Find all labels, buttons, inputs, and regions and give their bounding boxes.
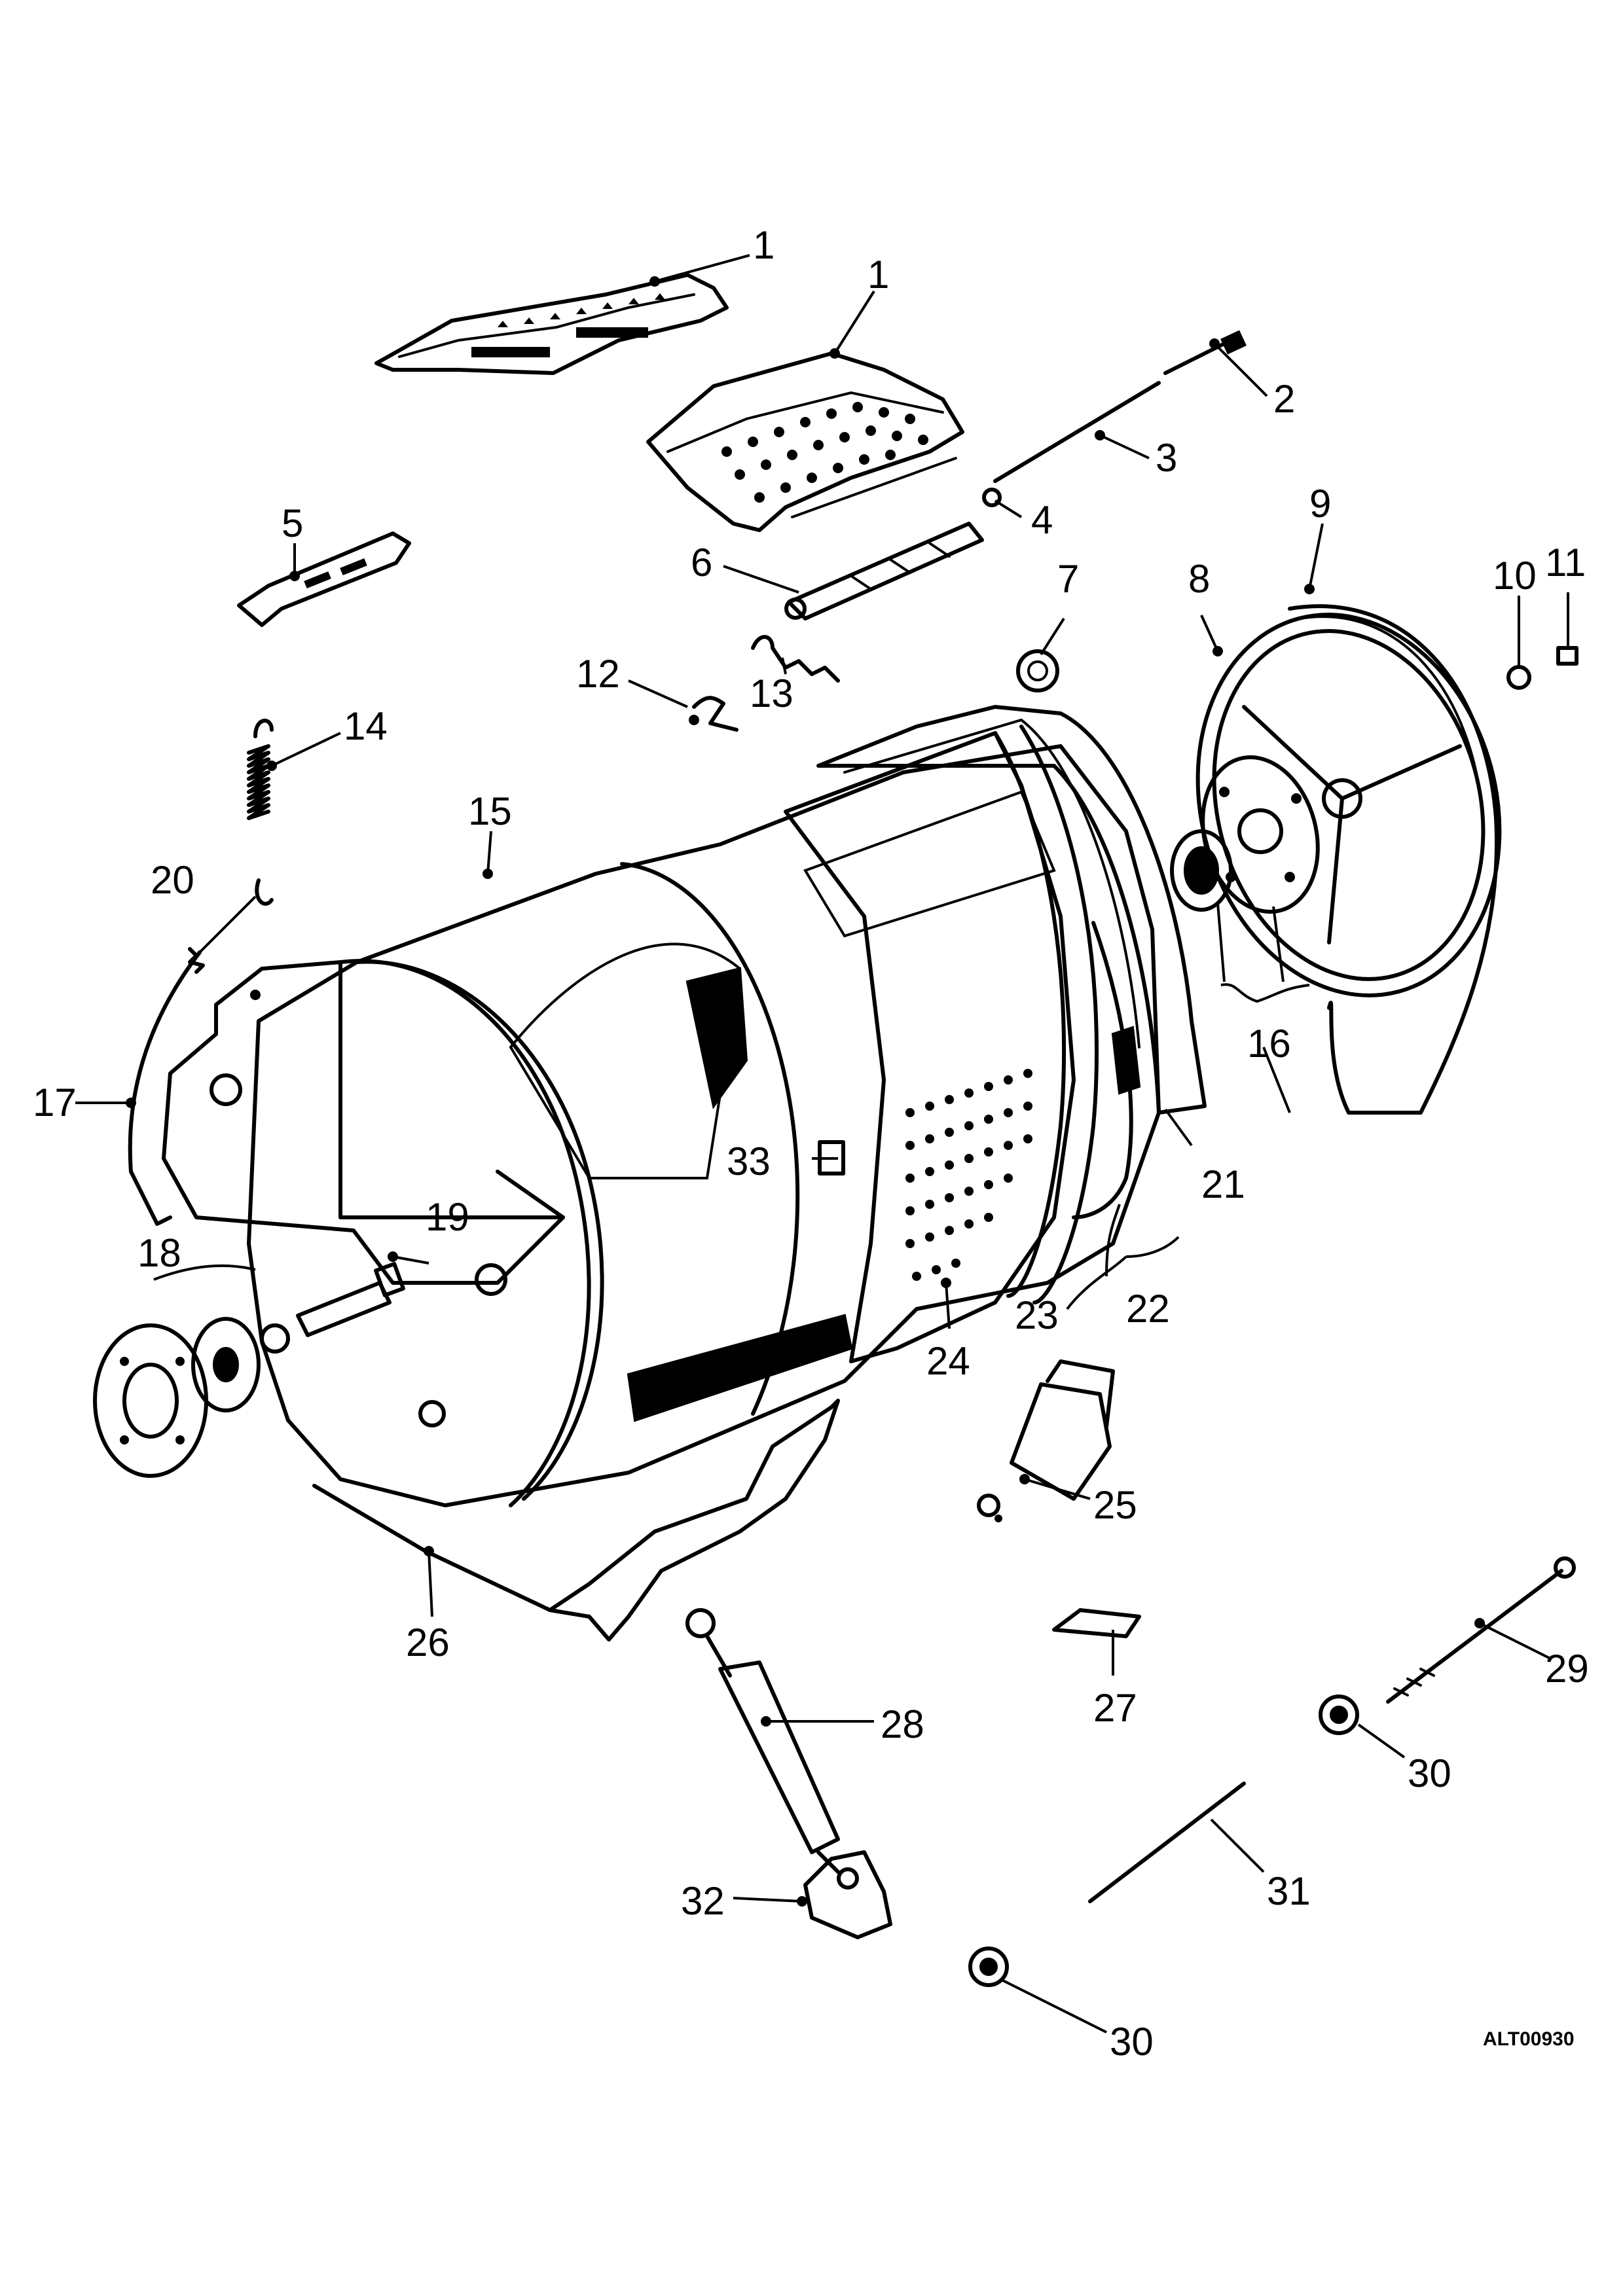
callout-23: 23 [1015, 1293, 1059, 1337]
callout-17: 17 [33, 1081, 77, 1124]
drawing-reference-code: ALT00930 [1483, 2028, 1575, 2050]
callout-6: 6 [691, 541, 712, 584]
part-32-damper-base [803, 1850, 892, 1939]
part-22-tub-seal [1072, 921, 1141, 1219]
callout-24: 24 [926, 1339, 970, 1383]
callout-21: 21 [1201, 1162, 1245, 1206]
callout-16: 16 [1247, 1022, 1291, 1066]
callout-20: 20 [151, 858, 194, 902]
part-17-band [128, 947, 205, 1226]
callout-30b: 30 [1110, 2020, 1154, 2064]
part-30-nut-a [1319, 1695, 1359, 1735]
callout-30a: 30 [1408, 1751, 1451, 1795]
callout-26: 26 [406, 1621, 450, 1664]
callout-29: 29 [1545, 1647, 1589, 1691]
part-1-top-panel-left [374, 273, 729, 375]
part-12-spring-clip [689, 696, 739, 732]
callout-9: 9 [1309, 482, 1331, 526]
callout-4: 4 [1031, 498, 1053, 542]
part-28-damper [685, 1608, 840, 1874]
callout-31: 31 [1267, 1869, 1311, 1913]
callout-5: 5 [282, 501, 303, 545]
callout-8: 8 [1188, 557, 1210, 601]
callout-1b: 1 [867, 253, 889, 296]
callout-12: 12 [576, 652, 620, 696]
callout-11: 11 [1545, 541, 1586, 584]
callout-19: 19 [426, 1195, 469, 1239]
part-10-washer [1506, 665, 1531, 690]
callout-1a: 1 [753, 223, 775, 267]
part-16-hub-assembly [1170, 755, 1320, 914]
part-27-pad [1052, 1608, 1141, 1638]
callout-2: 2 [1273, 377, 1295, 421]
leader-lines [75, 254, 1569, 2034]
part-15-outer-tub [210, 744, 1161, 1507]
callout-25: 25 [1093, 1483, 1137, 1527]
part-3-rod [993, 381, 1161, 483]
part-26-tub-base [312, 1314, 853, 1641]
callout-14: 14 [344, 704, 388, 748]
callout-13: 13 [750, 672, 793, 715]
part-6-hinge [784, 522, 984, 620]
callout-27: 27 [1093, 1686, 1137, 1730]
callout-labels: 1 1 2 3 4 5 6 7 8 9 10 11 12 13 14 15 16… [33, 223, 1589, 2064]
callout-33: 33 [727, 1139, 771, 1183]
part-2-bolt [1163, 330, 1247, 375]
callout-28: 28 [881, 1702, 924, 1746]
part-18-bearing-housing [93, 1317, 290, 1478]
part-20-tub-front [162, 960, 565, 1285]
part-31-rod [1088, 1782, 1246, 1903]
part-5-bracket [237, 531, 411, 627]
part-9-drive-belt [1288, 604, 1499, 1115]
callout-7: 7 [1057, 557, 1079, 601]
part-21-tub-ring [816, 705, 1207, 1115]
part-4-nut [982, 488, 1002, 507]
part-29-long-bolt [1386, 1556, 1576, 1704]
part-7-bushing [1016, 649, 1059, 692]
part-13-spring [751, 635, 840, 683]
callout-22: 22 [1126, 1287, 1170, 1331]
part-14-suspension-spring [247, 719, 274, 906]
part-25-bracket-assembly [977, 1359, 1115, 1522]
part-23-drum-ring [993, 725, 1099, 1304]
part-30-nut-b [968, 1946, 1009, 1987]
callout-3: 3 [1156, 436, 1177, 480]
part-1-top-panel-right [646, 351, 964, 532]
callout-10: 10 [1493, 554, 1537, 598]
callout-18: 18 [137, 1231, 181, 1275]
callout-15: 15 [468, 789, 512, 833]
callout-32: 32 [681, 1879, 725, 1923]
part-19-shaft [296, 1262, 405, 1337]
